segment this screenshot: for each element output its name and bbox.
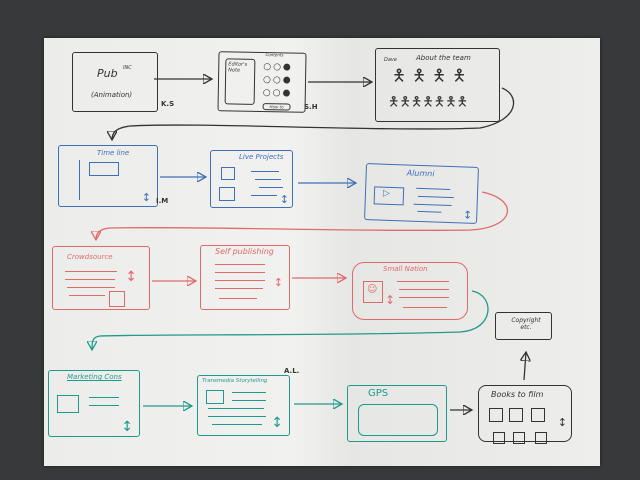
text-line — [208, 408, 264, 409]
marketing-title: Marketing Cons — [67, 373, 122, 381]
text-line — [251, 195, 277, 196]
scroll-arrow-icon: ↕ — [271, 415, 283, 431]
crowd-image — [109, 291, 125, 307]
scroll-arrow-icon: ↕ — [121, 419, 133, 435]
smallnation-title: Small Nation — [383, 265, 428, 273]
film-thumbnail — [535, 432, 547, 444]
screen-books-to-film: Books to film ↕ — [478, 385, 572, 444]
scroll-arrow-icon: ↕ — [125, 269, 137, 285]
initials-ks: K.S — [161, 100, 175, 108]
dave-label: Dave — [384, 57, 397, 63]
text-line — [215, 280, 265, 281]
film-thumbnail — [513, 432, 525, 444]
editor-note-title: Editor's Note — [228, 61, 248, 74]
initials-al: A.L. — [284, 367, 300, 375]
marketing-image — [57, 395, 79, 413]
screen-pub: Pub INC (Animation) — [72, 52, 158, 112]
scroll-arrow-icon: ↕ — [273, 276, 283, 289]
text-line — [89, 405, 119, 406]
person-icon: ☺ — [367, 284, 378, 295]
timeline-axis — [79, 160, 80, 200]
film-thumbnail — [509, 408, 523, 422]
film-thumbnail — [489, 408, 503, 422]
text-line — [65, 279, 115, 280]
play-icon: ▷ — [382, 188, 391, 199]
crowdsource-title: Crowdsource — [67, 253, 113, 261]
text-line — [215, 288, 263, 289]
scroll-arrow-icon: ↕ — [279, 193, 289, 206]
text-line — [251, 171, 279, 172]
text-line — [232, 392, 266, 393]
text-line — [413, 203, 452, 207]
gps-title: GPS — [368, 388, 389, 399]
pub-title: Pub — [97, 67, 118, 80]
text-line — [259, 187, 283, 188]
screen-live-projects: Live Projects ↕ — [210, 150, 293, 208]
contents-label: Contents — [265, 52, 284, 58]
map-view — [358, 404, 438, 436]
screen-alumni: Alumni ▷ ↕ — [364, 163, 479, 224]
editor-note-panel: Editor's Note — [224, 58, 256, 105]
timeline-title: Time line — [97, 149, 130, 157]
scroll-arrow-icon: ↕ — [385, 293, 396, 307]
text-line — [89, 397, 119, 398]
selfpub-title: Self publishing — [215, 247, 274, 256]
text-line — [399, 289, 449, 290]
text-line — [215, 264, 265, 265]
text-line — [416, 187, 451, 190]
screen-self-publishing: Self publishing ↕ — [200, 245, 290, 310]
timeline-bubble — [89, 162, 119, 176]
screen-crowdsource: Crowdsource ↕ — [52, 246, 150, 310]
text-line — [212, 424, 262, 425]
film-thumbnail — [493, 432, 505, 444]
scroll-arrow-icon: ↕ — [141, 191, 151, 204]
screen-marketing: Marketing Cons ↕ — [48, 370, 140, 437]
team-figures: 🯅🯅🯅🯅 — [392, 66, 473, 85]
screen-small-nation: Small Nation ☺ ↕ — [352, 262, 468, 320]
live-title: Live Projects — [239, 153, 284, 161]
transmedia-image — [206, 390, 224, 404]
screen-transmedia: Transmedia Storytelling ↕ — [197, 375, 290, 436]
scroll-arrow-icon: ↕ — [557, 416, 567, 429]
team-title: About the team — [416, 54, 471, 62]
how-to-button[interactable]: How to — [262, 103, 291, 111]
text-line — [255, 179, 281, 180]
text-line — [65, 271, 117, 272]
pub-superscript: INC — [123, 65, 132, 71]
text-line — [403, 307, 447, 308]
text-line — [69, 295, 105, 296]
text-line — [417, 210, 442, 213]
text-line — [219, 298, 257, 299]
screen-timeline: Time line ↕ — [58, 145, 158, 207]
text-line — [215, 272, 265, 273]
transmedia-title: Transmedia Storytelling — [202, 378, 268, 384]
text-line — [232, 400, 266, 401]
initials-im: I.M — [156, 197, 169, 205]
project-image — [221, 167, 235, 180]
team-figures-small: 🯅🯅🯅🯅🯅🯅🯅 — [388, 95, 469, 110]
video-thumbnail: ▷ — [373, 186, 405, 206]
text-line — [417, 195, 454, 199]
pub-subtitle: (Animation) — [91, 91, 133, 99]
books-title: Books to film — [491, 390, 544, 399]
alumni-title: Alumni — [406, 168, 435, 179]
screen-about-team: Dave About the team 🯅🯅🯅🯅 🯅🯅🯅🯅🯅🯅🯅 — [375, 48, 500, 122]
film-thumbnail — [531, 408, 545, 422]
text-line — [208, 416, 266, 417]
text-line — [397, 281, 449, 282]
text-line — [399, 297, 449, 298]
copyright-title: Copyright etc. — [511, 317, 541, 331]
screen-gps: GPS — [347, 385, 447, 442]
text-line — [67, 287, 115, 288]
content-icons: ○○●○○●○○● — [262, 62, 293, 99]
initials-sh: S.H — [304, 103, 318, 111]
screen-editor: Editor's Note Contents ○○●○○●○○● How to — [217, 51, 307, 113]
project-image — [219, 187, 235, 201]
person-photo: ☺ — [363, 281, 383, 303]
scroll-arrow-icon: ↕ — [462, 208, 473, 222]
screen-copyright: Copyright etc. — [495, 312, 552, 340]
